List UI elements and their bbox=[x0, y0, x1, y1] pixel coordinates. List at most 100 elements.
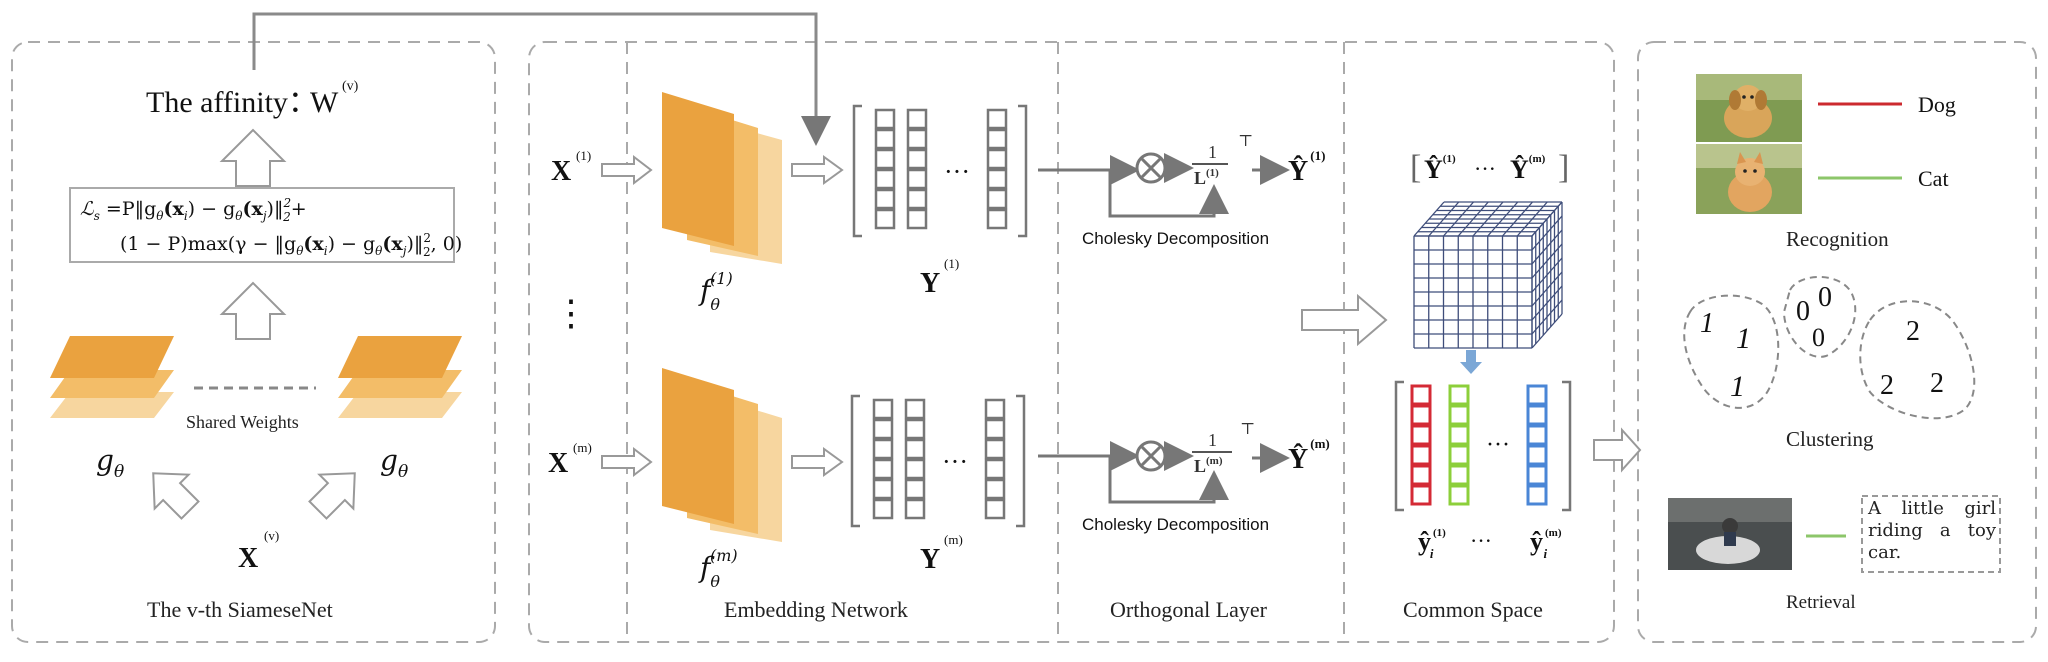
digit-0-b: 0 bbox=[1818, 282, 1832, 313]
y1-cell bbox=[986, 168, 1008, 190]
left-g-network-icon bbox=[50, 336, 174, 418]
into-common-arrow bbox=[1301, 293, 1388, 347]
applications-panel-border bbox=[1637, 41, 2037, 643]
top-cholesky-loop bbox=[1108, 170, 1229, 218]
top-cholesky-label: Cholesky Decomposition bbox=[1082, 229, 1269, 248]
colored-bracket-right bbox=[1562, 380, 1572, 512]
colored-column-cell bbox=[1526, 484, 1548, 506]
f1-to-y-arrow bbox=[791, 155, 844, 185]
retrieval-image bbox=[1668, 498, 1792, 570]
colored-column-cell bbox=[1448, 384, 1470, 406]
y1-cell bbox=[906, 148, 928, 170]
x1-symbol: X bbox=[551, 156, 571, 187]
y1-cell bbox=[906, 208, 928, 230]
fm-network-icon bbox=[662, 368, 782, 542]
fm-to-y-arrow bbox=[791, 447, 844, 477]
xm-sup: (m) bbox=[573, 440, 592, 455]
affinity-superscript: (v) bbox=[342, 79, 359, 94]
ym-cell bbox=[904, 398, 926, 420]
left-g-theta: gθ bbox=[96, 444, 124, 482]
colored-column-cell bbox=[1410, 384, 1432, 406]
colored-columns bbox=[1410, 384, 1548, 506]
bottom-frac-num: 1 bbox=[1208, 430, 1217, 450]
y1-cell bbox=[874, 128, 896, 150]
concat-ym: Ŷ(m) bbox=[1510, 153, 1546, 184]
y1-cell bbox=[874, 208, 896, 230]
ym-cell bbox=[904, 458, 926, 480]
digit-1-c: 1 bbox=[1730, 370, 1745, 403]
ym-cell bbox=[984, 398, 1006, 420]
cube-grid-line bbox=[1531, 313, 1563, 349]
recognition-caption: Recognition bbox=[1786, 227, 1889, 251]
y1-cell bbox=[874, 168, 896, 190]
ym-cell bbox=[984, 438, 1006, 460]
ym-cell bbox=[872, 478, 894, 500]
colored-dots: ··· bbox=[1486, 432, 1510, 458]
top-yhat: Ŷ(1) bbox=[1288, 148, 1325, 187]
concat-dots: ··· bbox=[1474, 156, 1496, 181]
ym-label: Y bbox=[920, 544, 940, 575]
ym-cell bbox=[872, 458, 894, 480]
y1-cell bbox=[986, 188, 1008, 210]
digit-1-b: 1 bbox=[1736, 322, 1751, 355]
digit-0-c: 0 bbox=[1812, 323, 1825, 352]
bottom-cholesky-loop bbox=[1108, 456, 1229, 504]
ym-dots: ··· bbox=[942, 447, 968, 476]
y1-label: Y bbox=[920, 268, 940, 299]
retrieval-text-box bbox=[1861, 495, 2001, 573]
y1-cell bbox=[986, 208, 1008, 230]
cube-grid-line bbox=[1531, 271, 1563, 307]
right-g-network-icon bbox=[338, 336, 462, 418]
ym-cell bbox=[904, 438, 926, 460]
digit-2-a: 2 bbox=[1906, 316, 1920, 347]
common-space-panel: [ Ŷ(1) ··· Ŷ(m) ] ··· ŷ(1)i ··· ŷ(m)i Co… bbox=[1301, 149, 1572, 622]
top-frac-num: 1 bbox=[1208, 142, 1217, 162]
y1-cell bbox=[874, 148, 896, 170]
common-space-cube bbox=[1413, 201, 1563, 349]
colored-column-cell bbox=[1448, 464, 1470, 486]
y1-dots: ··· bbox=[944, 157, 970, 186]
diag-arrow-right bbox=[308, 472, 356, 520]
fm-label: fθ(m) bbox=[698, 546, 738, 591]
cat-label: Cat bbox=[1918, 166, 1949, 191]
concat-bracket-left: [ bbox=[1410, 149, 1421, 186]
orthogonal-caption: Orthogonal Layer bbox=[1110, 597, 1268, 622]
loss-box bbox=[69, 187, 455, 263]
bottom-cholesky-label: Cholesky Decomposition bbox=[1082, 515, 1269, 534]
colored-column-cell bbox=[1448, 484, 1470, 506]
y1-cell bbox=[986, 128, 1008, 150]
ym-cell bbox=[872, 418, 894, 440]
colored-column-cell bbox=[1410, 464, 1432, 486]
colored-column-cell bbox=[1410, 404, 1432, 426]
colored-column-cell bbox=[1526, 424, 1548, 446]
colored-column-cell bbox=[1410, 424, 1432, 446]
y1-bracket-left bbox=[852, 104, 862, 238]
top-otimes-cross bbox=[1139, 156, 1163, 180]
yhat-i1: ŷ(1)i bbox=[1418, 527, 1446, 561]
colored-column-cell bbox=[1526, 464, 1548, 486]
right-g-theta: gθ bbox=[380, 444, 408, 482]
cluster-twos-outline bbox=[1859, 300, 1976, 420]
y1-cell bbox=[906, 188, 928, 210]
cube-grid-line bbox=[1531, 285, 1563, 321]
ym-bracket-left bbox=[850, 394, 860, 528]
digit-1-a: 1 bbox=[1700, 308, 1714, 339]
ym-cell bbox=[872, 398, 894, 420]
top-transpose: ⊤ bbox=[1238, 133, 1253, 150]
y1-cell bbox=[874, 108, 896, 130]
colored-column-cell bbox=[1526, 384, 1548, 406]
ym-bracket-right bbox=[1016, 394, 1026, 528]
y1-cell bbox=[906, 168, 928, 190]
cube-down-arrow bbox=[1460, 350, 1482, 374]
bottom-transpose: ⊤ bbox=[1240, 421, 1255, 438]
bottom-frac-den: L(m) bbox=[1194, 455, 1223, 476]
colored-column-cell bbox=[1448, 424, 1470, 446]
input-x-v: X bbox=[238, 543, 258, 574]
ym-cell bbox=[872, 438, 894, 460]
colored-column-cell bbox=[1526, 404, 1548, 426]
dog-label: Dog bbox=[1918, 92, 1956, 117]
y1-cell bbox=[986, 108, 1008, 130]
xm-symbol: X bbox=[548, 448, 568, 479]
